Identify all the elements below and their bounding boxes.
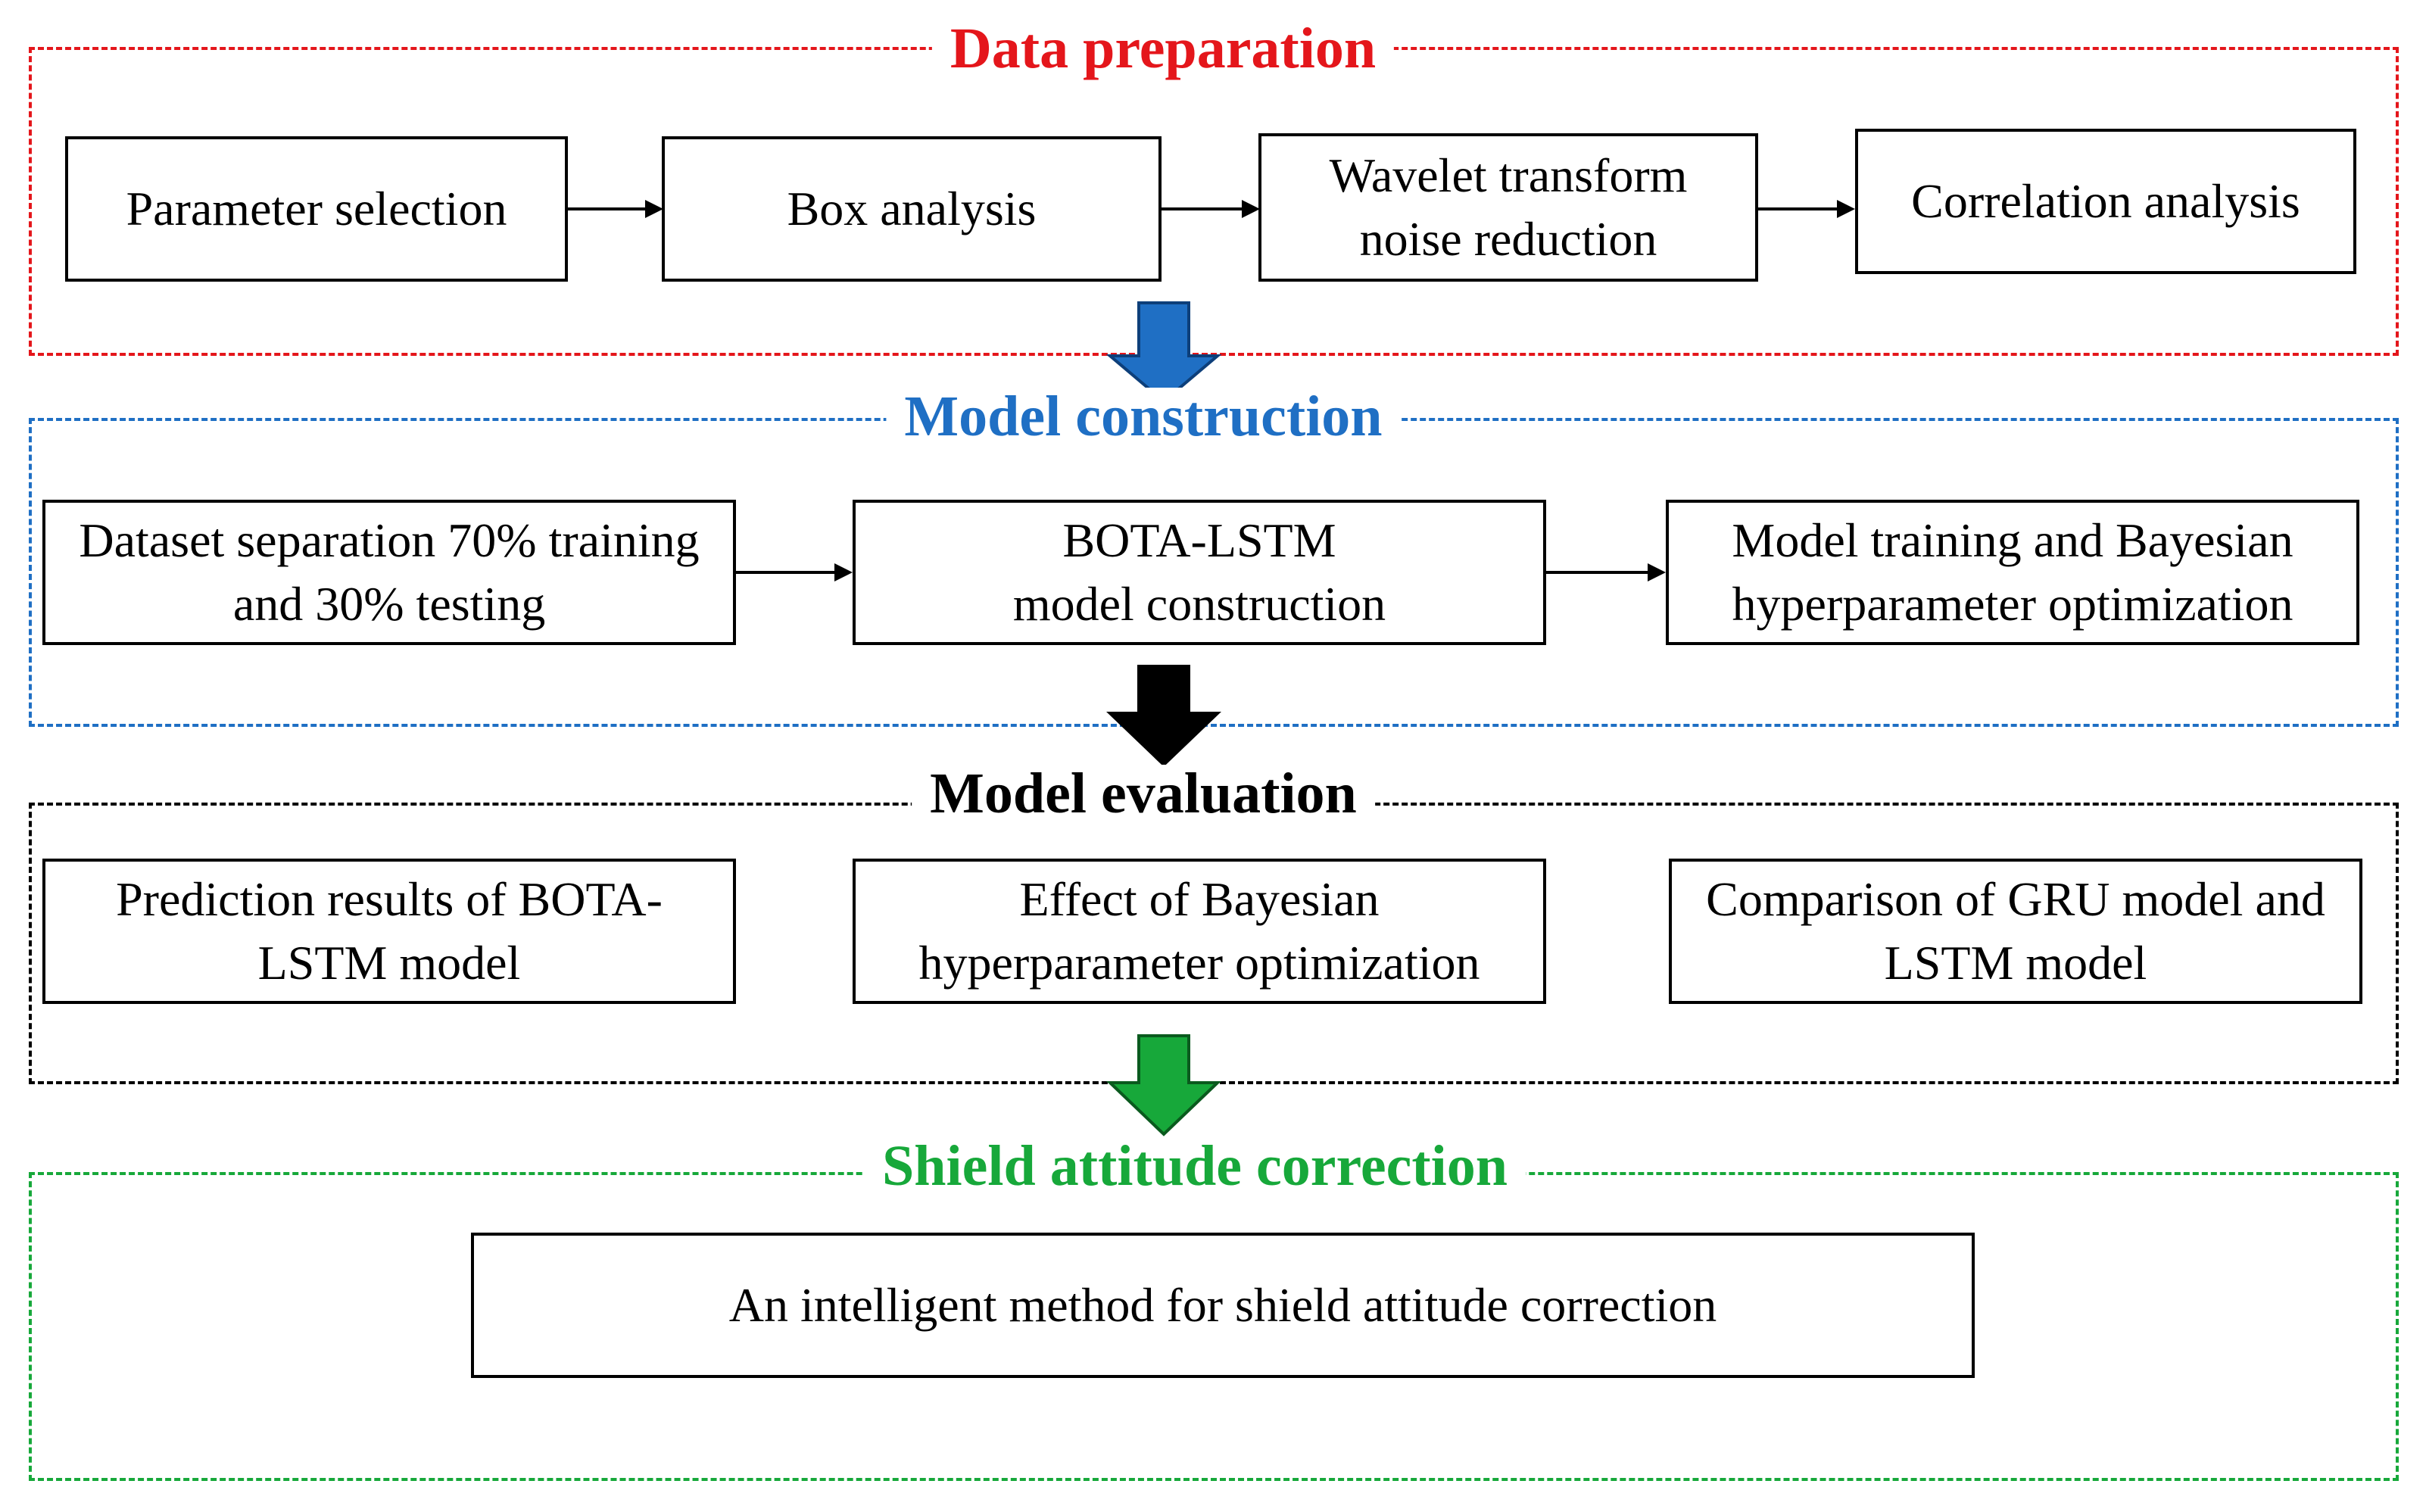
gru-lstm-comparison-label: Comparison of GRU model and LSTM model: [1706, 872, 2325, 990]
bayesian-effect-label: Effect of Bayesian hyperparameter optimi…: [918, 872, 1480, 990]
bota-lstm-construction-box: BOTA-LSTM model construction: [853, 500, 1546, 645]
intelligent-method-label: An intelligent method for shield attitud…: [728, 1278, 1717, 1332]
parameter-selection-label: Parameter selection: [126, 182, 507, 235]
model-training-label: Model training and Bayesian hyperparamet…: [1732, 513, 2293, 631]
arrow-box-to-wavelet: [1162, 200, 1260, 218]
box-analysis-box: Box analysis: [662, 136, 1162, 282]
model-construction-title: Model construction: [886, 388, 1401, 445]
data-preparation-title: Data preparation: [931, 20, 1395, 77]
correlation-analysis-label: Correlation analysis: [1911, 174, 2300, 228]
arrow-dataset-to-bota: [736, 563, 853, 581]
shield-attitude-correction-title: Shield attitude correction: [863, 1137, 1526, 1195]
arrow-bota-to-training: [1546, 563, 1666, 581]
model-training-box: Model training and Bayesian hyperparamet…: [1666, 500, 2359, 645]
gru-lstm-comparison-box: Comparison of GRU model and LSTM model: [1669, 859, 2362, 1004]
block-arrow-blue: [1105, 301, 1222, 404]
bota-lstm-construction-label: BOTA-LSTM model construction: [1012, 513, 1386, 631]
parameter-selection-box: Parameter selection: [65, 136, 568, 282]
dataset-separation-label: Dataset separation 70% training and 30% …: [79, 513, 700, 631]
arrow-parameter-to-box: [568, 200, 663, 218]
block-arrow-green: [1106, 1034, 1221, 1136]
prediction-results-label: Prediction results of BOTA-LSTM model: [116, 872, 663, 990]
box-analysis-label: Box analysis: [787, 182, 1037, 235]
wavelet-transform-label: Wavelet transform noise reduction: [1329, 148, 1688, 266]
block-arrow-black: [1106, 665, 1221, 767]
intelligent-method-box: An intelligent method for shield attitud…: [471, 1233, 1975, 1378]
prediction-results-box: Prediction results of BOTA-LSTM model: [42, 859, 736, 1004]
arrow-wavelet-to-correlation: [1758, 200, 1855, 218]
dataset-separation-box: Dataset separation 70% training and 30% …: [42, 500, 736, 645]
model-evaluation-title: Model evaluation: [912, 765, 1375, 822]
correlation-analysis-box: Correlation analysis: [1855, 129, 2356, 274]
wavelet-transform-box: Wavelet transform noise reduction: [1258, 133, 1758, 282]
bayesian-effect-box: Effect of Bayesian hyperparameter optimi…: [853, 859, 1546, 1004]
